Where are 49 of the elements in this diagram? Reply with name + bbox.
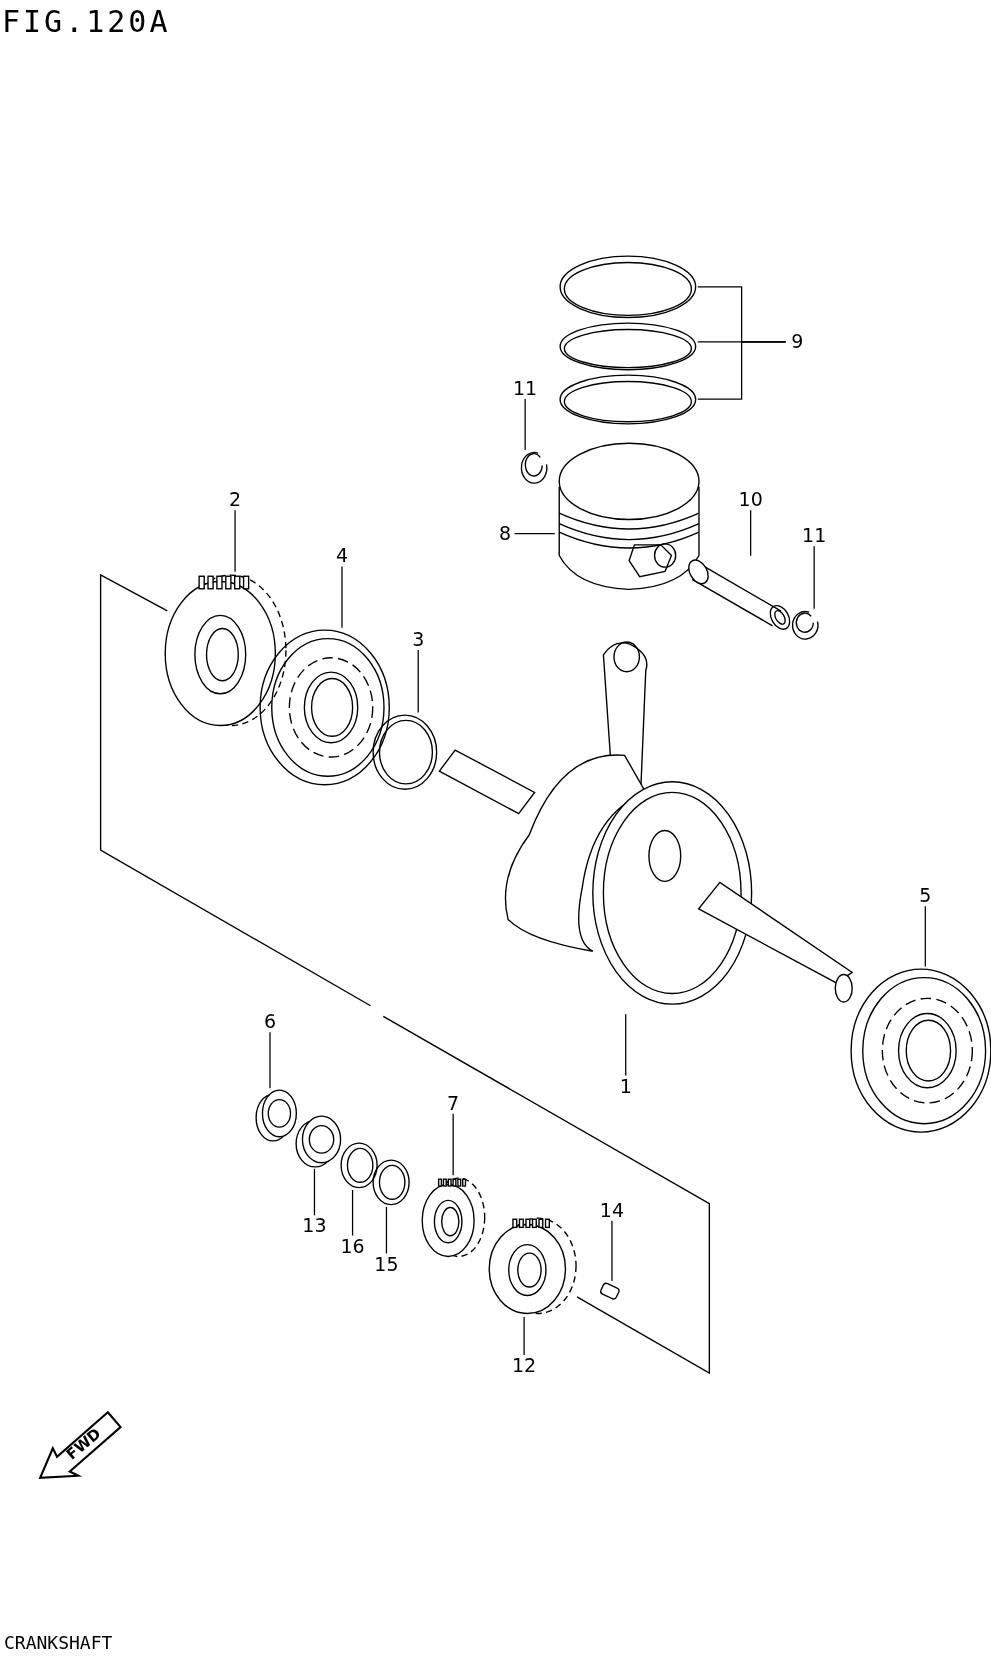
leader-line [924,905,926,968]
leader-line [813,545,815,610]
leader-line [611,1220,613,1282]
ball-bearing-drawing [849,966,991,1134]
callout-number: 7 [443,1092,463,1114]
washer-drawing [370,1158,411,1207]
seal-drawing [254,1088,299,1144]
seal-drawing [294,1113,343,1169]
key-drawing [598,1281,622,1303]
callout-number: 2 [224,489,246,511]
ball-bearing-drawing [258,627,392,787]
washer-drawing [370,712,439,791]
callout-number: 14 [598,1199,626,1221]
leader-line [524,398,526,451]
circlip-drawing [789,608,822,643]
leader-line [523,1316,525,1356]
callout-number: 3 [408,628,428,651]
callout-number: 13 [300,1215,329,1237]
callout-number: 5 [915,885,935,907]
leader-line [313,1168,316,1216]
figure-caption: CRANKSHAFT [4,1632,113,1653]
callout-number: 12 [510,1355,538,1377]
leader-line [385,1206,388,1255]
leader-line [750,509,752,557]
callout-number: 10 [736,489,765,511]
piston-ring-drawing [557,254,698,320]
leader-line [351,1189,354,1237]
callout-number: 15 [372,1253,401,1275]
figure-title: FIG.120A [2,4,171,39]
leader-line [341,565,343,629]
callout-number: 11 [800,525,828,547]
callout-number: 1 [616,1075,636,1097]
leader-line [625,1013,627,1077]
leader-line [234,509,236,573]
circlip-drawing [518,449,551,487]
leader-line [269,1031,271,1089]
leader-line [697,341,787,400]
callout-number: 8 [495,523,515,545]
leader-line [452,1113,454,1176]
washer-drawing [338,1141,379,1191]
callout-number: 9 [785,331,809,353]
callout-number: 4 [331,545,353,567]
callout-number: 16 [338,1235,367,1257]
callout-number: 11 [511,377,539,400]
callout-number: 6 [260,1011,280,1033]
leader-line [417,649,419,714]
leader-line [513,532,556,535]
piston-ring-drawing [557,320,698,372]
piston-ring-drawing [557,372,698,426]
